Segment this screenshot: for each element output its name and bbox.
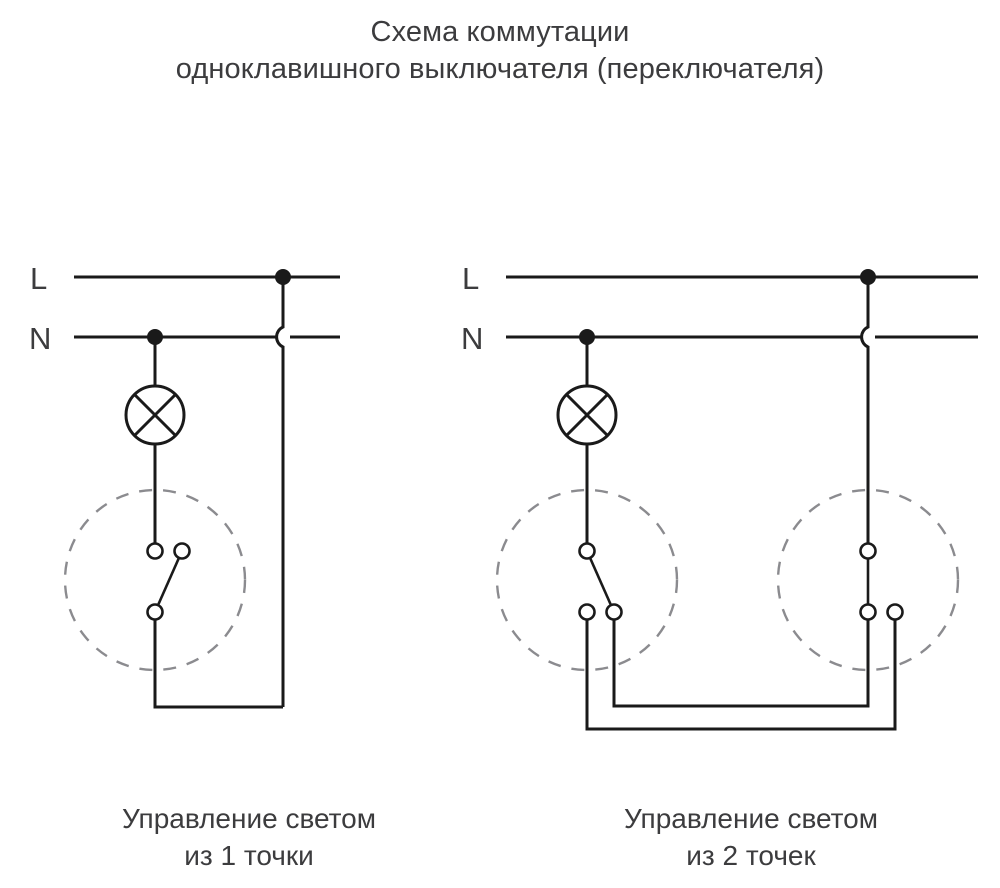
rail-label-L-left: L [30,261,47,296]
caption-two-point-control: Управление светом из 2 точек [516,801,986,874]
lamp-left [124,384,186,446]
caption-left-line-2: из 1 точки [184,839,314,871]
terminal-bottom-left-right-switch-2 [859,603,877,621]
diagram-one-point-control: L N [29,261,340,709]
switch-blade-right-1 [585,550,616,613]
caption-right-line-2: из 2 точек [686,839,816,871]
rail-label-N-left: N [29,321,51,356]
switched-live-drop-right [860,277,870,544]
caption-one-point-control: Управление светом из 1 точки [14,801,484,874]
switch-enclosure-right-2 [776,488,960,672]
lamp-cross-b-left [133,393,177,437]
terminal-top-right-switch-1 [578,542,596,560]
traveler-wire-outer [585,619,897,731]
caption-right-line-1: Управление светом [624,803,878,835]
terminal-bottom-right-right-switch-2 [886,603,904,621]
rail-label-L-right: L [462,261,479,296]
title-line-1: Схема коммутации [370,16,630,48]
switch-enclosure-right-1 [495,488,679,672]
terminal-top-right-left-switch [173,542,191,560]
lamp-right [556,384,618,446]
page-title: Схема коммутации одноклавишного выключат… [0,14,1000,88]
terminal-top-right-switch-2 [859,542,877,560]
switched-live-drop-left [275,277,285,707]
terminal-bottom-left-switch [146,603,164,621]
caption-left-line-1: Управление светом [122,803,376,835]
diagram-two-point-control: L N [461,261,978,731]
traveler-wire-inner [612,619,870,708]
switch-return-wire-left [153,619,283,709]
lamp-cross-b-right [565,393,609,437]
title-line-2: одноклавишного выключателя (переключател… [175,53,825,86]
terminal-top-left-left-switch [146,542,164,560]
switch-enclosure-left [63,488,247,672]
switch-blade-left [153,550,184,613]
rail-label-N-right: N [461,321,483,356]
terminal-bottom-right-right-switch-1 [605,603,623,621]
terminal-bottom-left-right-switch-1 [578,603,596,621]
